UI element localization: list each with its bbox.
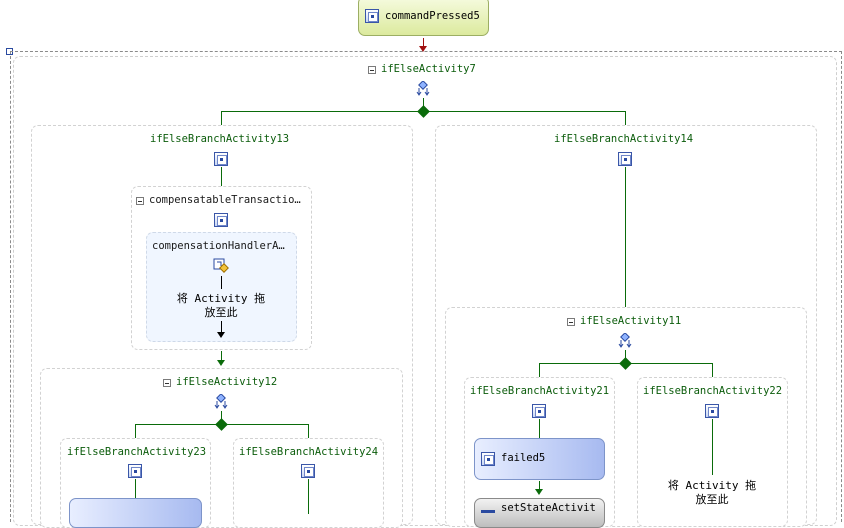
collapse-icon[interactable] (567, 318, 575, 326)
arrow-head (217, 360, 225, 366)
connector (308, 424, 309, 438)
top-connector (423, 38, 424, 48)
arrow-head (217, 332, 225, 338)
branch-13-title: ifElseBranchActivity13 (150, 133, 290, 145)
connector (539, 363, 712, 364)
collapse-icon[interactable] (136, 197, 144, 205)
connector (423, 98, 424, 106)
connector (625, 111, 626, 125)
failed5-label: failed5 (501, 452, 546, 464)
sequence-icon (128, 464, 142, 478)
if-else-11-title: ifElseActivity11 (580, 315, 682, 327)
connector (712, 419, 713, 475)
connector (135, 479, 136, 498)
connector (625, 167, 626, 307)
collapse-icon[interactable] (163, 379, 171, 387)
sequence-icon (214, 152, 228, 166)
if-else-12-title: ifElseActivity12 (176, 376, 278, 388)
connector (221, 111, 222, 125)
state-region (10, 51, 842, 522)
drop-activity-hint: 将 Activity 拖 放至此 (667, 479, 757, 506)
connector (135, 424, 308, 425)
if-else-7-title: ifElseActivity7 (381, 63, 476, 75)
branch-24-title: ifElseBranchActivity24 (239, 446, 379, 458)
drop-activity-hint: 将 Activity 拖 放至此 (176, 292, 266, 319)
branch-23-title: ifElseBranchActivity23 (67, 446, 207, 458)
if-else-icon (214, 394, 228, 409)
connector (221, 276, 222, 289)
branch-14-title: ifElseBranchActivity14 (554, 133, 694, 145)
connector (539, 363, 540, 377)
connector (539, 419, 540, 438)
connector (539, 481, 540, 490)
branch-23-child-activity[interactable] (69, 498, 202, 528)
connector (712, 363, 713, 377)
connector (221, 411, 222, 419)
connector (221, 321, 222, 333)
if-else-icon (618, 333, 632, 348)
compensation-handler-icon (213, 258, 229, 273)
branch-22-title: ifElseBranchActivity22 (643, 385, 783, 397)
event-driven-icon (365, 9, 379, 23)
set-state-label: setStateActivit (501, 502, 596, 514)
connector (221, 167, 222, 186)
failed5-activity[interactable]: failed5 (474, 438, 605, 480)
sequence-icon (301, 464, 315, 478)
sequence-icon (618, 152, 632, 166)
compensation-handler-title: compensationHandlerA… (152, 240, 285, 252)
connector (135, 424, 136, 438)
sequence-icon (532, 404, 546, 418)
if-else-icon (416, 81, 430, 96)
connector (221, 351, 222, 361)
command-pressed-activity[interactable]: commandPressed5 (358, 0, 489, 36)
event-icon (481, 452, 495, 466)
transaction-scope-icon (214, 213, 228, 227)
branch-21-title: ifElseBranchActivity21 (470, 385, 610, 397)
connector (625, 350, 626, 358)
set-state-icon (481, 510, 495, 513)
top-arrow-head (419, 46, 427, 52)
sequence-icon (705, 404, 719, 418)
command-pressed-label: commandPressed5 (385, 10, 480, 22)
connector (221, 111, 625, 112)
collapse-icon[interactable] (368, 66, 376, 74)
compensatable-transaction-title: compensatableTransactio… (149, 194, 301, 206)
set-state-activity[interactable]: setStateActivit (474, 498, 605, 528)
arrow-head (535, 489, 543, 495)
connector (308, 479, 309, 514)
